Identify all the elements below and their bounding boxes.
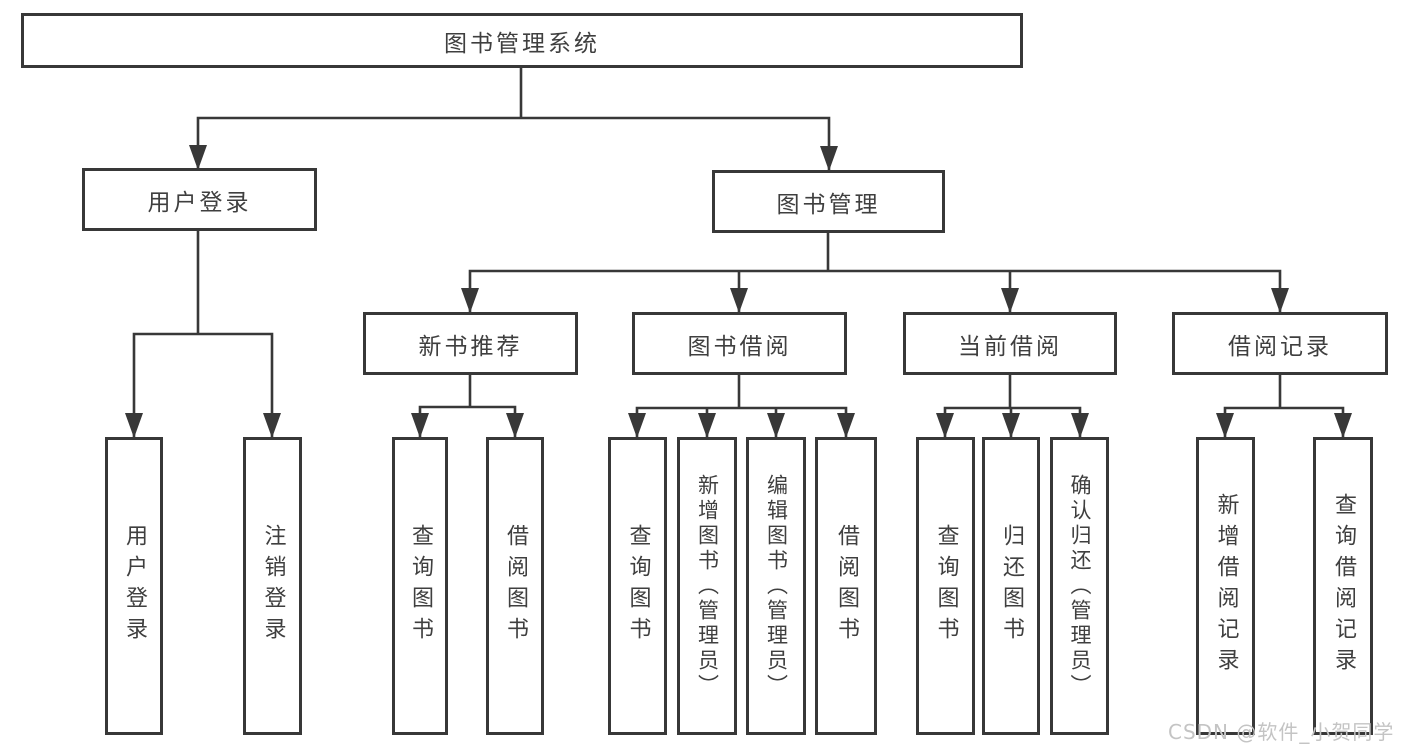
leaf-borrow-books-2-label: 借阅图书 bbox=[834, 524, 859, 648]
leaf-add-borrow-record-label: 新增借阅记录 bbox=[1213, 493, 1239, 679]
leaf-edit-book-admin-label: 编辑图书（管理员） bbox=[764, 473, 789, 699]
leaf-borrow-books-2: 借阅图书 bbox=[815, 437, 877, 735]
node-book-borrowing: 图书借阅 bbox=[632, 312, 847, 375]
leaf-user-login-label: 用户登录 bbox=[122, 524, 147, 648]
leaf-confirm-return-admin-label: 确认归还（管理员） bbox=[1068, 473, 1092, 699]
leaf-query-books-3-label: 查询图书 bbox=[933, 524, 959, 648]
leaf-add-book-admin: 新增图书（管理员） bbox=[677, 437, 737, 735]
leaf-add-borrow-record: 新增借阅记录 bbox=[1196, 437, 1255, 735]
leaf-query-books-2: 查询图书 bbox=[608, 437, 667, 735]
leaf-logout: 注销登录 bbox=[243, 437, 302, 735]
node-current-borrowing: 当前借阅 bbox=[903, 312, 1117, 375]
leaf-edit-book-admin: 编辑图书（管理员） bbox=[746, 437, 806, 735]
leaf-query-books-1-label: 查询图书 bbox=[408, 524, 433, 648]
leaf-query-borrow-record-label: 查询借阅记录 bbox=[1331, 493, 1356, 679]
leaf-query-books-3: 查询图书 bbox=[916, 437, 975, 735]
leaf-return-books: 归还图书 bbox=[982, 437, 1040, 735]
leaf-borrow-books-1-label: 借阅图书 bbox=[503, 524, 528, 648]
leaf-borrow-books-1: 借阅图书 bbox=[486, 437, 544, 735]
node-borrowing-records: 借阅记录 bbox=[1172, 312, 1388, 375]
leaf-add-book-admin-label: 新增图书（管理员） bbox=[695, 473, 720, 699]
node-book-management: 图书管理 bbox=[712, 170, 945, 233]
node-new-book-recommend: 新书推荐 bbox=[363, 312, 578, 375]
leaf-return-books-label: 归还图书 bbox=[999, 524, 1024, 648]
leaf-query-borrow-record: 查询借阅记录 bbox=[1313, 437, 1373, 735]
leaf-query-books-2-label: 查询图书 bbox=[625, 524, 651, 648]
arrowhead-icons bbox=[125, 145, 1352, 438]
leaf-user-login: 用户登录 bbox=[105, 437, 163, 735]
leaf-confirm-return-admin: 确认归还（管理员） bbox=[1050, 437, 1109, 735]
leaf-logout-label: 注销登录 bbox=[260, 524, 286, 648]
node-user-login: 用户登录 bbox=[82, 168, 317, 231]
leaf-query-books-1: 查询图书 bbox=[392, 437, 448, 735]
connector-paths bbox=[132, 68, 1345, 438]
csdn-watermark: CSDN @软件_小贺同学 bbox=[1168, 720, 1395, 744]
node-library-management-system: 图书管理系统 bbox=[21, 13, 1023, 68]
